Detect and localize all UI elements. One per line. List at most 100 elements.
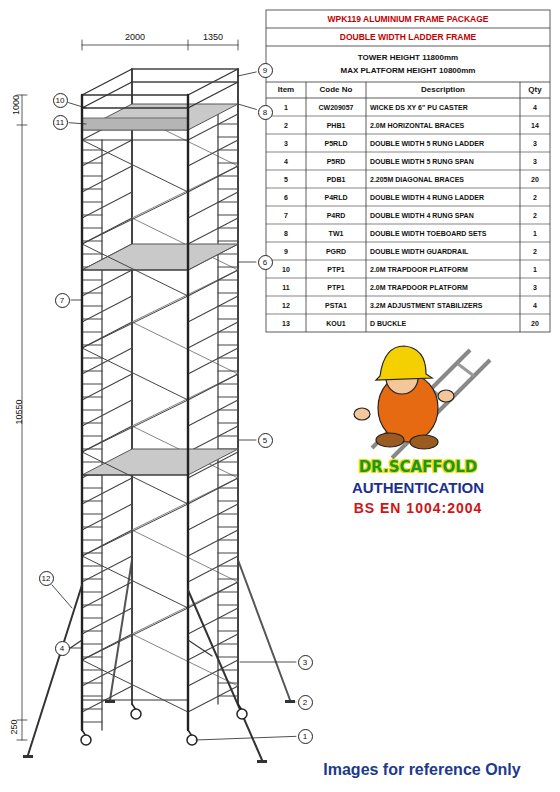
stabilizer-foot	[285, 700, 295, 703]
callout-number: 12	[39, 571, 54, 586]
table-cell: DOUBLE WIDTH 4 RUNG LADDER	[370, 193, 484, 202]
platform	[82, 449, 238, 475]
ladder-rung	[82, 579, 102, 580]
table-cell: 2.0M TRAPDOOR PLATFORM	[370, 265, 468, 274]
ladder-rung	[82, 410, 102, 411]
ladder-rung	[218, 124, 238, 125]
table-row-line	[266, 134, 550, 135]
dimension: 250	[9, 720, 19, 735]
dimension-tick	[17, 125, 27, 126]
diagonal-brace	[132, 322, 238, 374]
ladder-rung	[218, 293, 238, 294]
table-cell: 2	[533, 193, 537, 202]
ladder-rung	[218, 670, 238, 671]
frame-rung	[188, 218, 238, 244]
ladder-rung	[218, 631, 238, 632]
stabilizer-foot	[23, 755, 33, 758]
dimension-tick	[238, 40, 239, 50]
table-header: Qty	[528, 85, 541, 95]
table-cell: 2.0M HORIZONTAL BRACES	[370, 121, 464, 130]
table-row-line	[266, 188, 550, 189]
table-note: MAX PLATFORM HEIGHT 10800mm	[341, 66, 476, 76]
ladder-rung	[218, 319, 238, 320]
callout-number: 10	[53, 93, 68, 108]
diagonal-brace	[132, 530, 238, 582]
table-row-line	[266, 116, 550, 117]
table-cell: 2	[533, 211, 537, 220]
table-cell: 3	[533, 139, 537, 148]
table-cell: KOU1	[326, 319, 345, 328]
diagonal-brace	[82, 140, 188, 192]
table-header: Item	[278, 85, 294, 95]
frame-rung	[188, 270, 238, 296]
ladder-rung	[218, 540, 238, 541]
table-cell: 14	[531, 121, 539, 130]
ladder-rung	[218, 176, 238, 177]
ladder-rung	[82, 280, 102, 281]
table-cell: 8	[284, 229, 288, 238]
ladder-rung	[218, 501, 238, 502]
caster-wheel	[237, 709, 247, 719]
frame-rung	[188, 192, 238, 218]
frame-rung	[82, 270, 132, 296]
table-cell: 12	[282, 301, 290, 310]
frame-rung	[188, 296, 238, 322]
table-cell: 1	[533, 229, 537, 238]
leader-line	[239, 262, 256, 263]
dimension-tick	[17, 740, 27, 741]
table-cell: P4RLD	[325, 193, 348, 202]
diagonal-brace	[132, 634, 238, 686]
callout-number: 8	[258, 105, 273, 120]
ladder-rung	[82, 501, 102, 502]
table-cell: 2.205M DIAGONAL BRACES	[370, 175, 464, 184]
diagonal-brace	[132, 374, 238, 426]
ladder-rung	[82, 306, 102, 307]
table-row-line	[266, 152, 550, 153]
frame-rung	[82, 296, 132, 322]
table-cell: 3.2M ADJUSTMENT STABILIZERS	[370, 301, 482, 310]
ladder-rung	[82, 631, 102, 632]
ladder-rung	[218, 150, 238, 151]
frame-rung	[188, 322, 238, 348]
table-cell: 20	[531, 175, 539, 184]
ladder-rung	[218, 189, 238, 190]
table-row-line	[266, 170, 550, 171]
ladder-rung	[218, 410, 238, 411]
frame-rung	[188, 582, 238, 608]
callout-number: 4	[55, 641, 70, 656]
table-cell: D BUCKLE	[370, 319, 406, 328]
ladder-rung	[218, 384, 238, 385]
frame-rung	[188, 504, 238, 530]
table-row-line	[266, 206, 550, 207]
table-cell: DOUBLE WIDTH 5 RUNG LADDER	[370, 139, 484, 148]
diagonal-brace	[132, 582, 238, 634]
dimension-line	[82, 45, 238, 46]
ladder-rung	[218, 254, 238, 255]
ladder-rung	[218, 280, 238, 281]
caption: Images for reference Only	[323, 760, 520, 780]
frame-rung	[82, 400, 132, 426]
ladder-rung	[82, 241, 102, 242]
table-cell: PDB1	[327, 175, 346, 184]
table-cell: 4	[533, 301, 537, 310]
table-cell: 2	[284, 121, 288, 130]
diagonal-brace	[82, 608, 188, 660]
leader-line	[238, 104, 256, 109]
diagonal-brace	[82, 348, 188, 400]
table-cell: DOUBLE WIDTH 5 RUNG SPAN	[370, 157, 474, 166]
stabilizer	[28, 585, 82, 755]
table-cell: DOUBLE WIDTH TOEBOARD SETS	[370, 229, 487, 238]
ladder-rung	[82, 345, 102, 346]
ladder-rung	[218, 371, 238, 372]
ladder-rung	[82, 657, 102, 658]
ladder-rung	[218, 345, 238, 346]
table-cell: 3	[533, 157, 537, 166]
ladder-rung	[218, 202, 238, 203]
guardrail	[82, 69, 132, 95]
logo-text: DR.SCAFFOLD	[359, 458, 478, 476]
leader-line	[52, 585, 72, 608]
table-cell: 3	[533, 283, 537, 292]
frame-rung	[188, 608, 238, 634]
callout-number: 2	[298, 695, 313, 710]
frame-rung	[188, 166, 238, 192]
